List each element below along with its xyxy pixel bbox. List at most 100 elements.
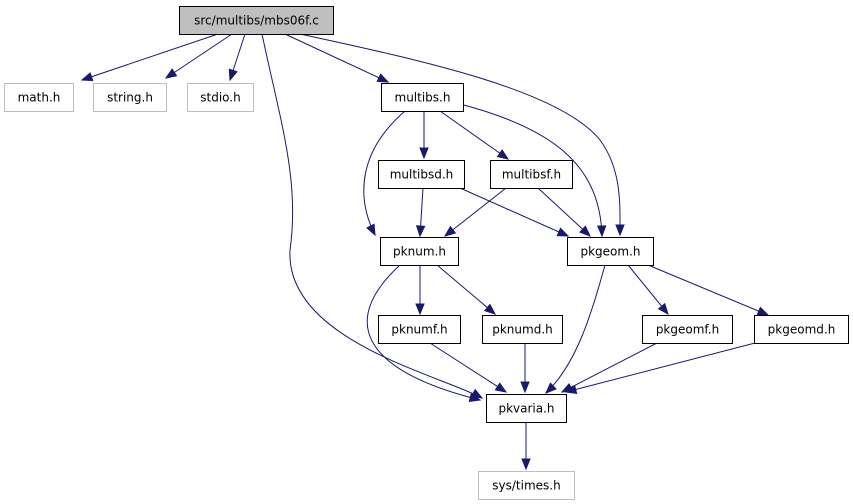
node-pknumd[interactable]: pknumd.h — [482, 315, 563, 344]
node-label: pknumd.h — [492, 323, 553, 337]
node-multibs[interactable]: multibs.h — [381, 83, 464, 112]
arrowhead-icon — [415, 303, 425, 316]
arrowhead-icon — [496, 149, 510, 160]
arrowhead-icon — [419, 147, 429, 160]
node-label: pknumf.h — [391, 323, 447, 337]
node-label: stdio.h — [200, 91, 240, 105]
arrowhead-icon — [657, 302, 669, 316]
node-label: sys/times.h — [492, 479, 560, 493]
node-box — [187, 83, 254, 112]
arrowhead-icon — [164, 68, 178, 79]
edge-line — [627, 264, 669, 315]
edge-multibsf-to-pkgeom — [537, 187, 591, 237]
node-box — [381, 83, 464, 112]
edge-root-to-stdio — [228, 33, 246, 82]
node-math[interactable]: math.h — [4, 83, 74, 112]
nodes: src/multibs/mbs06f.c math.h string.h stdio.… — [4, 6, 849, 500]
edge-pknum-to-pkvaria — [366, 264, 482, 403]
node-box — [478, 471, 575, 500]
edge-line — [436, 264, 496, 315]
edge-multibs-to-multibsd — [419, 111, 429, 160]
node-label: pkgeom.h — [580, 245, 640, 259]
edge-line — [459, 187, 569, 237]
edge-line — [429, 342, 507, 393]
node-pkgeomd[interactable]: pkgeomd.h — [754, 315, 849, 344]
node-label: multibsd.h — [390, 168, 454, 182]
edge-line — [565, 342, 756, 393]
node-box — [378, 315, 461, 344]
arrowhead-icon — [564, 384, 578, 394]
edge-multibsd-to-pkgeom — [459, 187, 570, 237]
edge-line — [81, 33, 219, 81]
edge-root-to-string — [164, 33, 233, 79]
node-label: pkvaria.h — [498, 402, 554, 416]
arrowhead-icon — [545, 382, 557, 394]
arrowhead-icon — [80, 72, 94, 82]
node-box — [179, 6, 334, 35]
node-box — [378, 160, 465, 189]
edge-line — [165, 33, 233, 79]
edge-root-to-math — [80, 33, 219, 82]
node-box — [4, 83, 74, 112]
node-label: string.h — [107, 91, 153, 105]
node-box — [486, 394, 567, 423]
node-box — [490, 160, 573, 189]
edge-pkvaria-to-systimes — [521, 422, 531, 471]
arrowhead-icon — [366, 223, 376, 237]
node-box — [754, 315, 849, 344]
edge-line — [545, 264, 606, 394]
node-stdio[interactable]: stdio.h — [187, 83, 254, 112]
arrowhead-icon — [415, 225, 426, 238]
node-pkgeomf[interactable]: pkgeomf.h — [642, 315, 733, 344]
arrowhead-icon — [556, 227, 570, 237]
edge-pkgeom-to-pkgeomf — [627, 264, 669, 316]
edge-multibs-to-multibsf — [439, 110, 510, 160]
node-multibsd[interactable]: multibsd.h — [378, 160, 465, 189]
node-pknum[interactable]: pknum.h — [380, 237, 459, 266]
node-string[interactable]: string.h — [93, 83, 167, 112]
node-multibsf[interactable]: multibsf.h — [490, 160, 573, 189]
edge-line — [561, 342, 658, 393]
node-label: src/multibs/mbs06f.c — [194, 14, 319, 28]
node-box — [93, 83, 167, 112]
edge-pknumd-to-pkvaria — [520, 343, 530, 394]
edge-multibsf-to-pknum — [443, 187, 507, 237]
edge-pknum-to-pknumf — [415, 265, 425, 316]
node-pknumf[interactable]: pknumf.h — [378, 315, 461, 344]
arrowhead-icon — [756, 306, 770, 316]
arrowhead-icon — [521, 458, 531, 471]
edge-line — [537, 187, 591, 237]
node-label: multibsf.h — [502, 168, 561, 182]
node-pkgeom[interactable]: pkgeom.h — [567, 237, 654, 266]
edge-root-to-multibs — [284, 33, 390, 83]
node-root: src/multibs/mbs06f.c — [179, 6, 334, 35]
edge-line — [261, 33, 483, 399]
edge-line — [444, 187, 507, 237]
edge-pknum-to-pknumd — [436, 264, 497, 315]
edge-pkgeom-to-pkgeomd — [647, 264, 770, 316]
arrowhead-icon — [228, 68, 238, 82]
node-systimes[interactable]: sys/times.h — [478, 471, 575, 500]
edge-multibs-to-pknum — [363, 110, 406, 237]
edge-pkgeomd-to-pkvaria — [564, 342, 756, 394]
edge-pkgeomf-to-pkvaria — [560, 342, 658, 393]
node-pkvaria[interactable]: pkvaria.h — [486, 394, 567, 423]
arrowhead-icon — [443, 225, 457, 237]
edge-line — [439, 110, 509, 160]
arrowhead-icon — [520, 381, 530, 394]
edge-multibs-to-pkgeom — [459, 103, 607, 238]
node-box — [642, 315, 733, 344]
edge-line — [284, 33, 389, 83]
edge-root-to-pkgeom — [299, 33, 625, 237]
edge-line — [299, 33, 621, 236]
arrowhead-icon — [579, 225, 591, 237]
arrowhead-icon — [596, 225, 607, 238]
edge-line — [459, 103, 603, 237]
arrowhead-icon — [468, 392, 482, 403]
arrowhead-icon — [483, 303, 497, 315]
edges — [80, 33, 770, 471]
node-box — [380, 237, 459, 266]
node-box — [567, 237, 654, 266]
node-label: pkgeomd.h — [768, 323, 836, 337]
node-label: math.h — [18, 91, 61, 105]
